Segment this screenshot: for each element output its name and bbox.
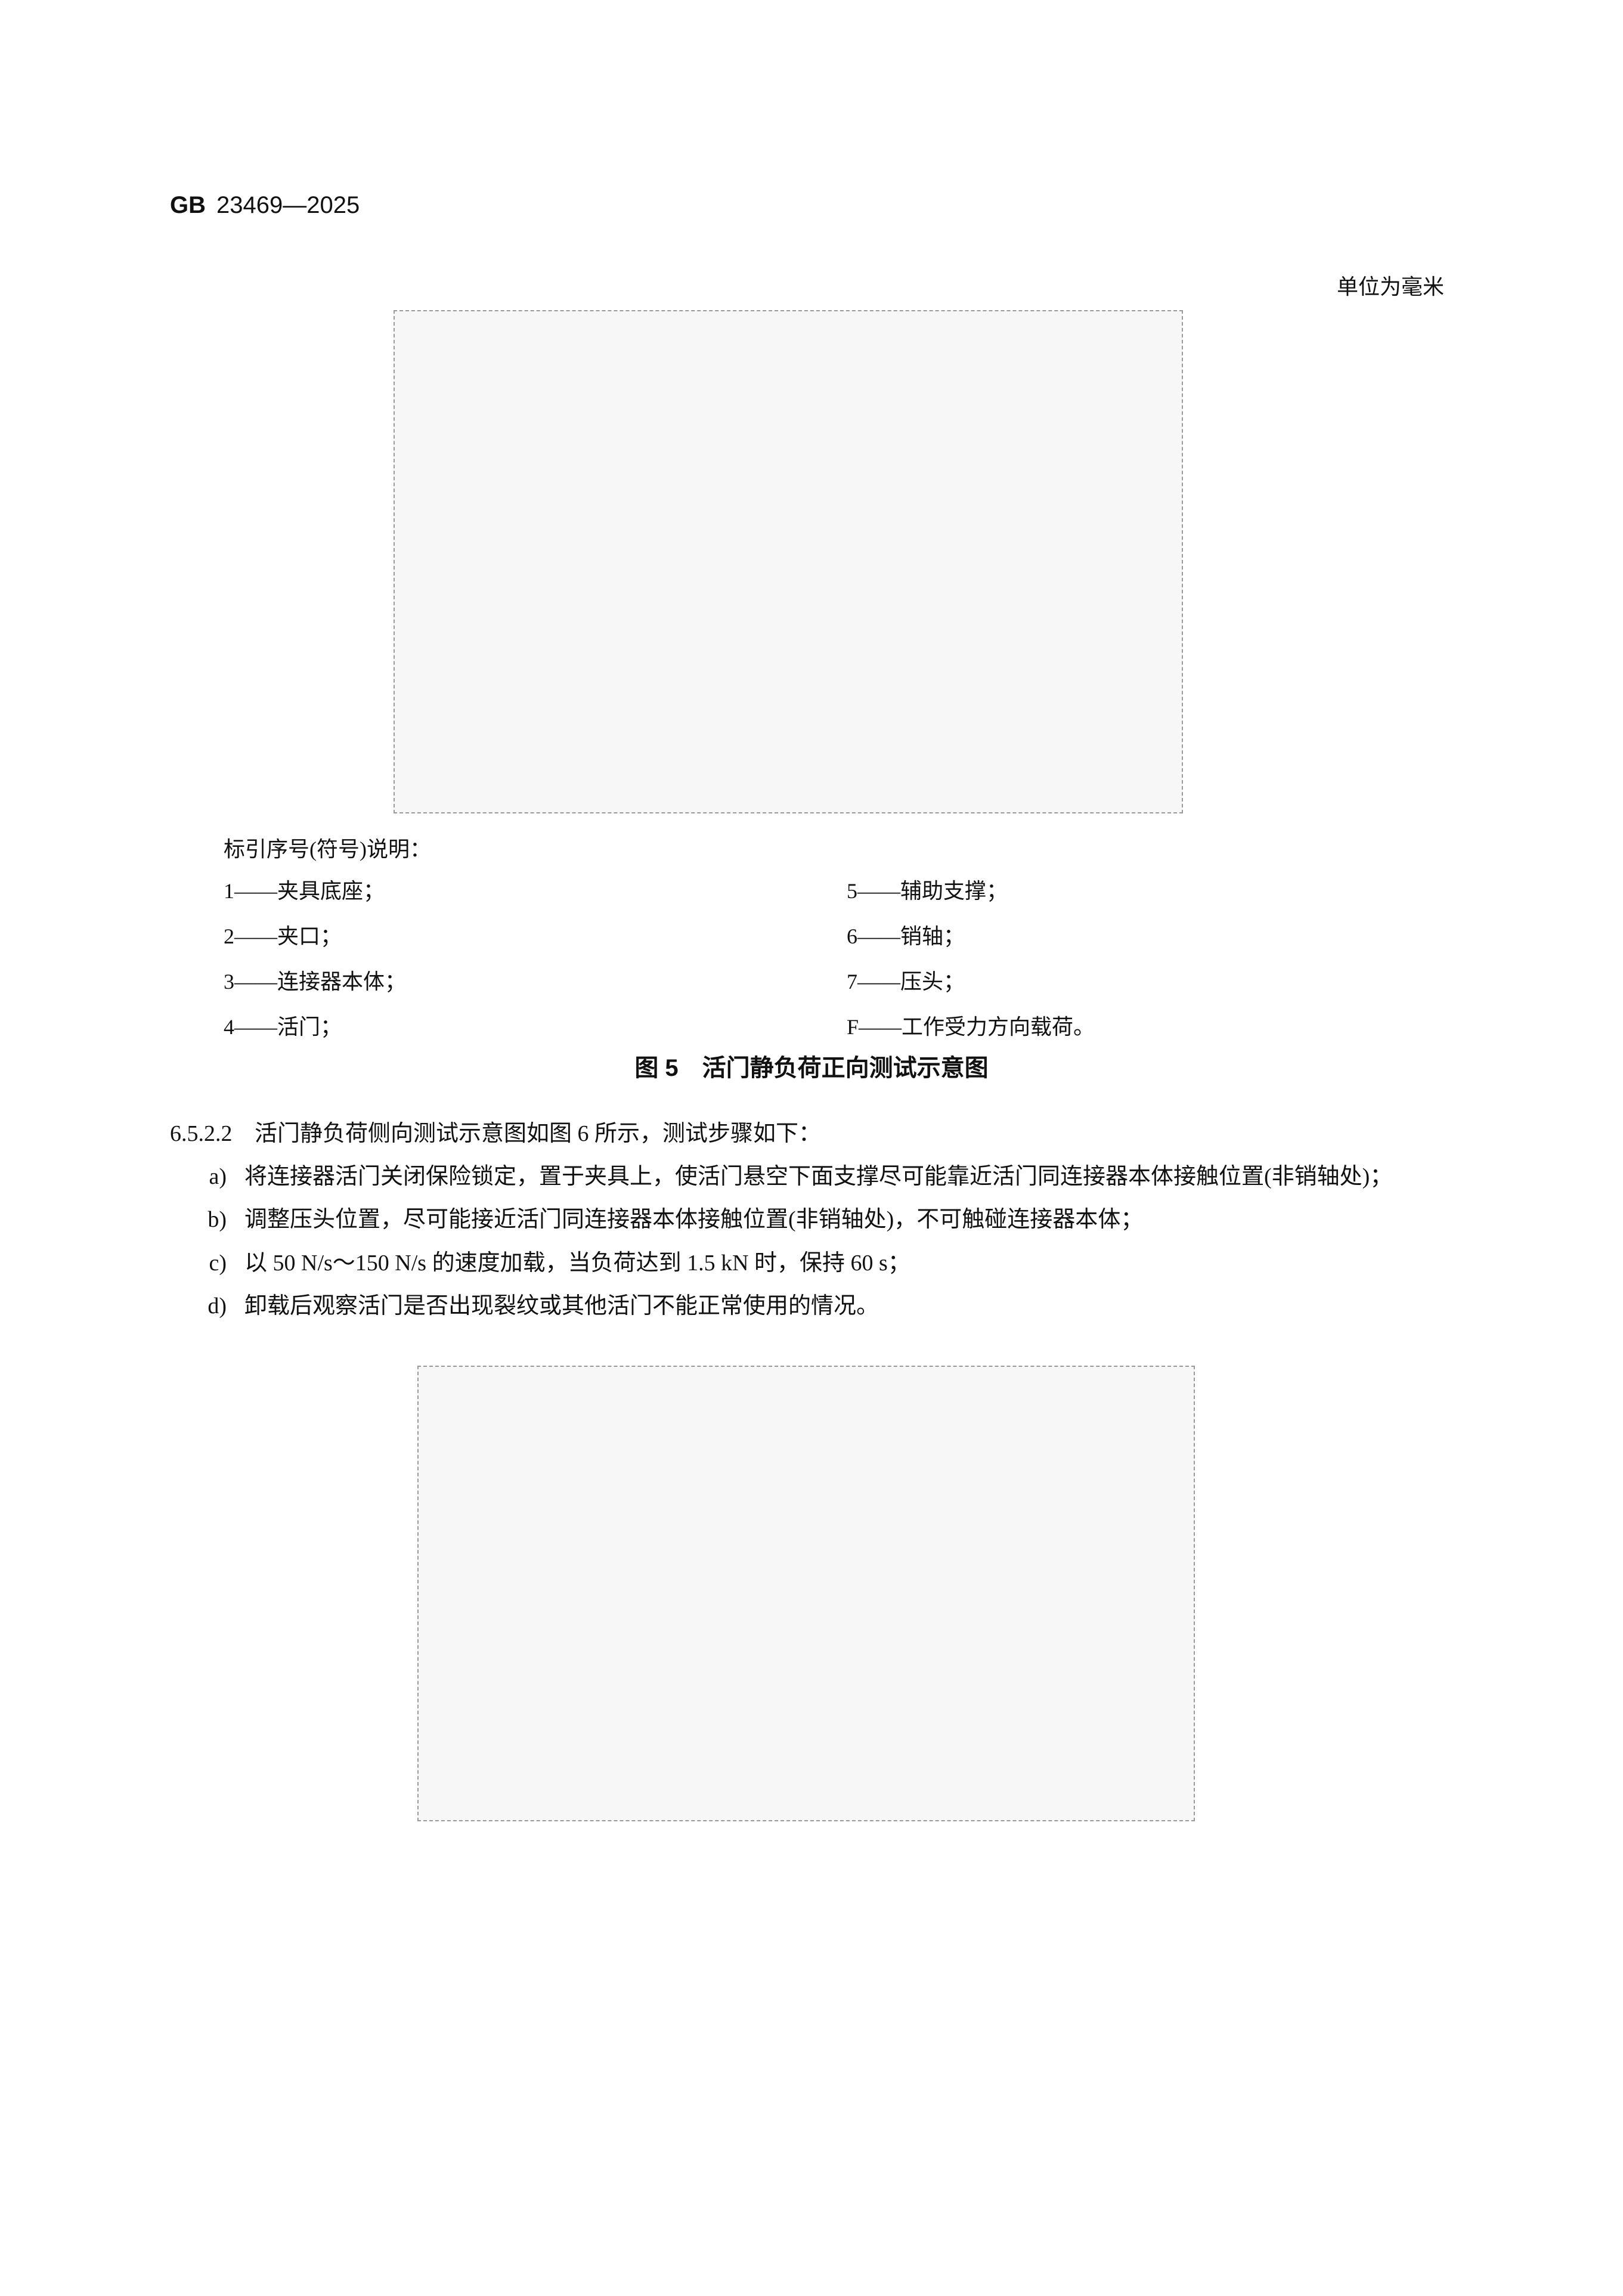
legend-item: 1——夹具底座； [224,879,385,903]
legend-title: 标引序号(符号)说明： [224,837,431,861]
step-item: c)以 50 N/s～150 N/s 的速度加载，当负荷达到 1.5 kN 时，… [209,1250,910,1276]
figure5-diagram [394,310,1183,813]
legend-item: 7——压头； [847,970,965,994]
legend-item: 3——连接器本体； [224,970,407,994]
section-number: 6.5.2.2 [170,1121,233,1146]
section-6-5-2-2: 6.5.2.2 活门静负荷侧向测试示意图如图 6 所示，测试步骤如下： a)将连… [170,1112,1458,1328]
step-item: b)调整压头位置，尽可能接近活门同连接器本体接触位置(非销轴处)，不可触碰连接器… [207,1207,1144,1233]
legend-item: F——工作受力方向载荷。 [847,1015,1095,1039]
legend-item: 6——销轴； [847,924,965,948]
unit-note: 单位为毫米 [1336,275,1444,299]
figure5-legend: 标引序号(符号)说明： 1——夹具底座； 5——辅助支撑； 2——夹口； 6——… [224,832,1386,1041]
legend-item: 4——活门； [224,1015,342,1039]
figure6-diagram [417,1366,1195,1821]
step-list: a)将连接器活门关闭保险锁定，置于夹具上，使活门悬空下面支撑尽可能靠近活门同连接… [170,1155,1458,1328]
section-title: 活门静负荷侧向测试示意图如图 6 所示，测试步骤如下： [255,1121,822,1146]
figure5-caption: 图 5 活门静负荷正向测试示意图 [634,1055,989,1081]
step-item: a)将连接器活门关闭保险锁定，置于夹具上，使活门悬空下面支撑尽可能靠近活门同连接… [209,1164,1393,1190]
step-item: d)卸载后观察活门是否出现裂纹或其他活门不能正常使用的情况。 [207,1293,879,1319]
legend-item: 5——辅助支撑； [847,879,1008,903]
legend-item: 2——夹口； [224,924,342,948]
